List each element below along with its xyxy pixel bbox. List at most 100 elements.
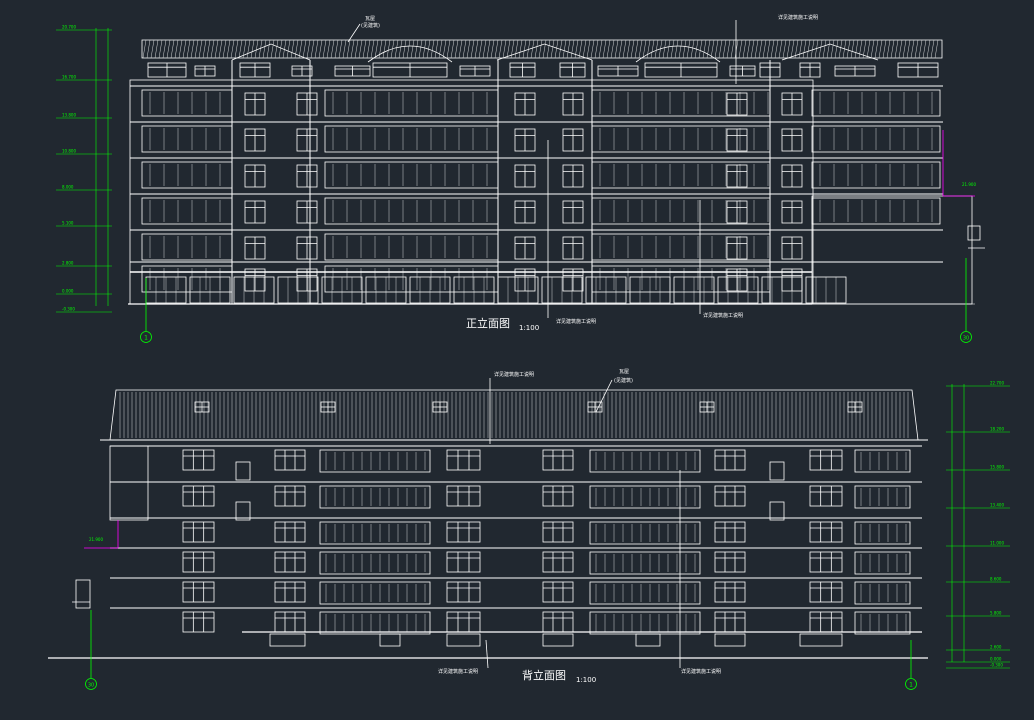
base-vent: [446, 633, 481, 647]
back-grid-end-label: 1: [909, 682, 913, 689]
window: [597, 65, 639, 77]
dormer-window: [194, 401, 210, 413]
window: [726, 236, 748, 260]
balcony: [811, 161, 941, 189]
level-label: 20.700: [62, 25, 76, 30]
dormer-window: [847, 401, 863, 413]
balcony: [854, 551, 911, 575]
window: [781, 236, 803, 260]
small-window: [769, 501, 785, 521]
back-elevation-title: 背立面图: [522, 668, 566, 682]
window: [726, 128, 748, 152]
window: [514, 200, 536, 224]
window: [514, 236, 536, 260]
base-vent: [379, 633, 401, 647]
window: [897, 62, 939, 78]
window: [809, 521, 843, 543]
window: [809, 449, 843, 471]
level-label: 18.200: [990, 427, 1004, 432]
window: [296, 200, 318, 224]
front-grid-axis-1: 1: [140, 278, 152, 343]
gable: [231, 43, 311, 61]
window: [239, 62, 271, 78]
window: [182, 449, 215, 471]
leader-line: [485, 639, 489, 669]
level-label: 2.600: [990, 645, 1002, 650]
window: [562, 200, 584, 224]
window: [509, 62, 536, 78]
window: [514, 128, 536, 152]
window: [834, 65, 876, 77]
window: [542, 485, 574, 507]
window: [274, 449, 306, 471]
front-roof-note-sub: (见建筑): [361, 22, 380, 29]
window: [244, 200, 266, 224]
window: [244, 164, 266, 188]
balcony: [319, 521, 431, 545]
window: [542, 581, 574, 603]
window: [799, 62, 821, 78]
small-window: [769, 461, 785, 481]
back-top-note: 详见建筑施工说明: [494, 371, 534, 378]
front-elevation-title: 正立面图: [466, 316, 510, 330]
front-elevation-scale: 1:100: [519, 324, 539, 332]
level-label: 8.600: [990, 577, 1002, 582]
window: [194, 65, 216, 77]
window: [296, 236, 318, 260]
balcony: [854, 485, 911, 509]
front-bottom-note-1: 详见建筑施工说明: [556, 318, 596, 325]
balcony: [319, 449, 431, 473]
dormer-window: [699, 401, 715, 413]
balcony: [854, 521, 911, 545]
window: [182, 611, 215, 633]
level-label: 13.800: [62, 113, 76, 118]
window: [714, 485, 746, 507]
back-dimension-chain: 22.70018.20015.80013.40011.0008.6005.800…: [946, 381, 1010, 669]
window: [562, 164, 584, 188]
window: [244, 92, 266, 116]
window: [274, 485, 306, 507]
grid-bubble-icon: [140, 331, 152, 343]
arched-gable: [367, 45, 453, 63]
window: [726, 200, 748, 224]
window: [562, 92, 584, 116]
gable: [496, 43, 593, 61]
level-label: 5.800: [990, 611, 1002, 616]
balcony: [589, 581, 701, 605]
back-elevation: [48, 378, 928, 669]
right-wing: [811, 195, 973, 305]
level-label: 2.800: [62, 261, 74, 266]
building-outline: [129, 79, 814, 305]
base-vent: [714, 633, 746, 647]
balcony: [589, 449, 701, 473]
window: [542, 449, 574, 471]
grid-bubble-icon: [905, 678, 917, 690]
balcony: [854, 581, 911, 605]
window: [334, 65, 371, 77]
window: [244, 236, 266, 260]
balcony: [589, 551, 701, 575]
back-grid-start-label: 30: [88, 683, 94, 689]
back-grid-axis-1: 1: [905, 640, 917, 690]
leader-line: [595, 379, 613, 413]
front-dimension-chain: 20.70016.70013.80010.8008.0005.1002.8000…: [56, 25, 112, 313]
window: [274, 551, 306, 573]
window: [714, 581, 746, 603]
level-label: 10.800: [62, 149, 76, 154]
front-top-note: 详见建筑施工说明: [778, 14, 818, 21]
window: [562, 128, 584, 152]
balcony: [589, 521, 701, 545]
window: [559, 62, 586, 78]
back-roof-note: 瓦屋: [619, 369, 629, 375]
window: [274, 521, 306, 543]
window: [562, 236, 584, 260]
window: [809, 551, 843, 573]
base-vent: [542, 633, 574, 647]
window: [446, 551, 481, 573]
balcony: [319, 485, 431, 509]
base-vent: [799, 633, 843, 647]
front-grid-start-label: 1: [144, 335, 148, 342]
window: [182, 521, 215, 543]
